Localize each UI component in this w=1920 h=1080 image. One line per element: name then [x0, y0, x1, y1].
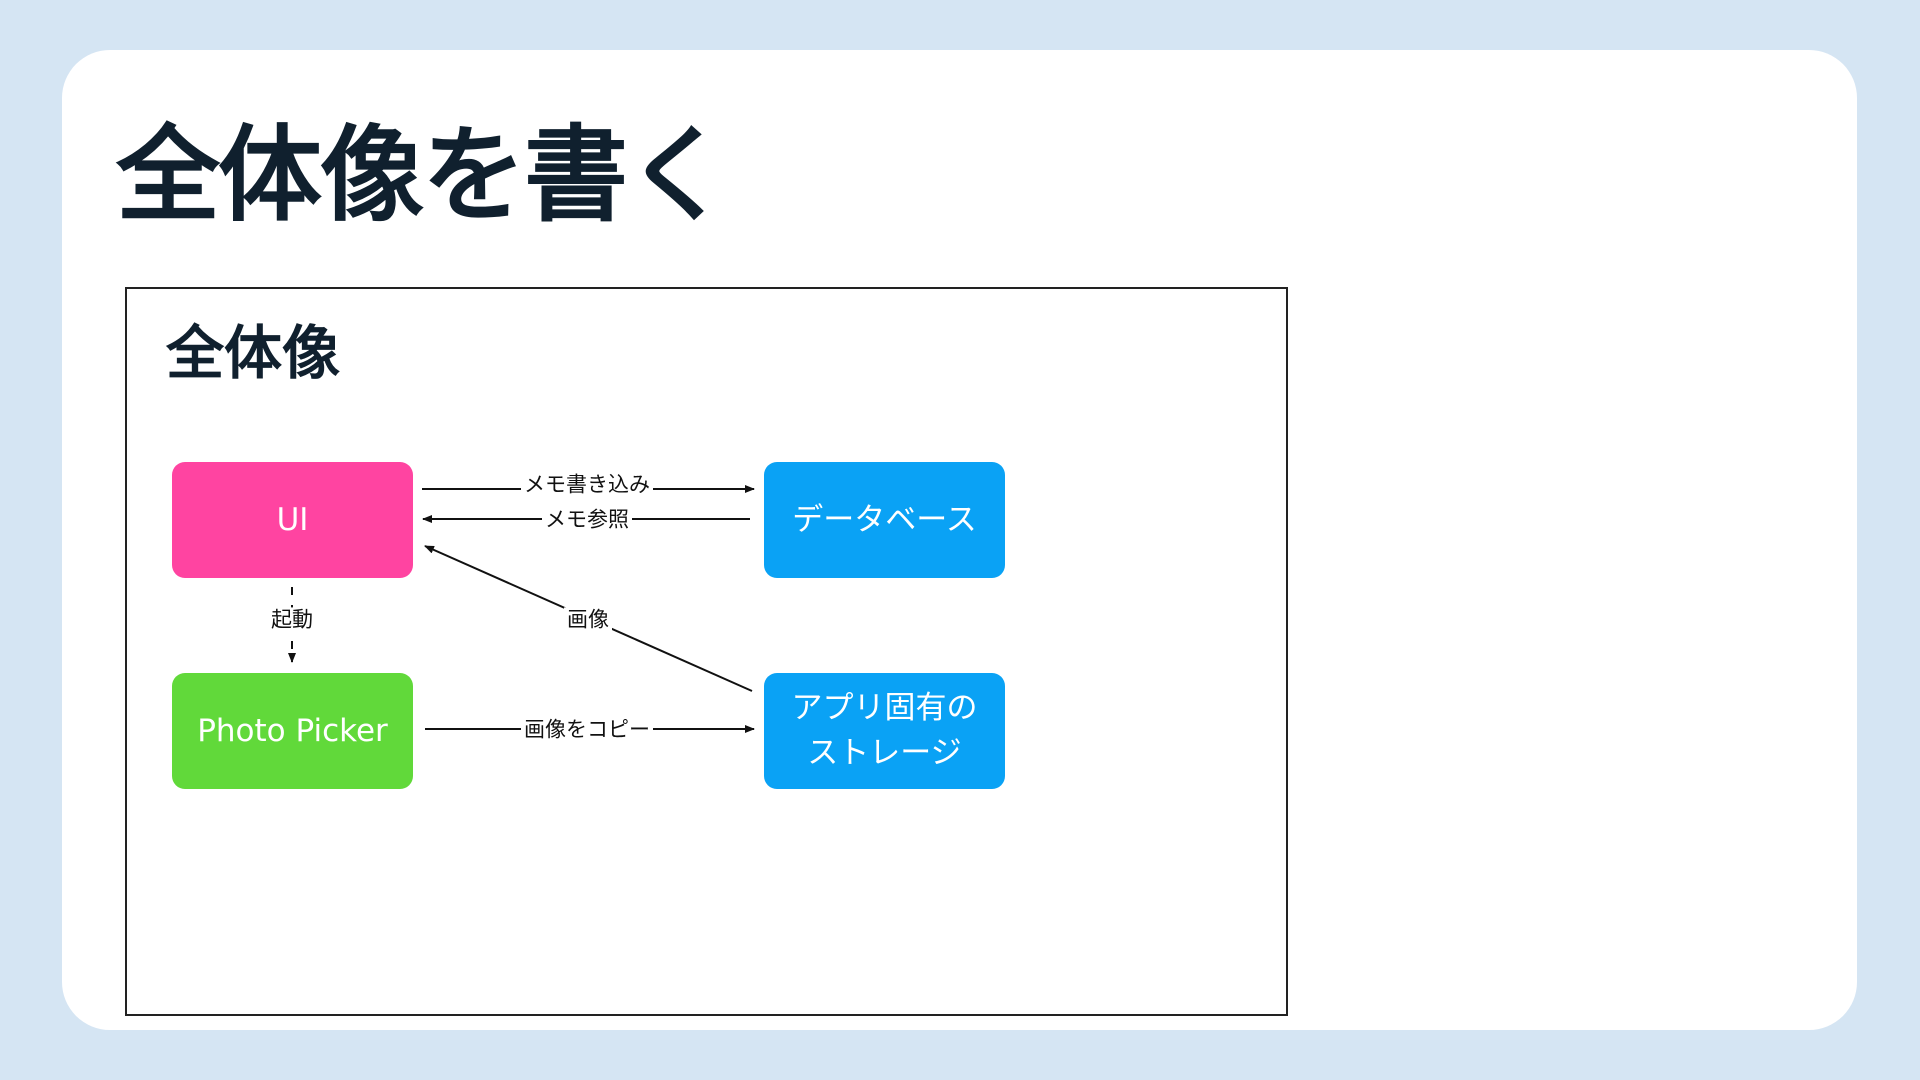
node-database: データベース	[764, 462, 1005, 578]
node-photo-picker-label: Photo Picker	[197, 712, 388, 749]
node-app-storage: アプリ固有の ストレージ	[764, 673, 1005, 789]
diagram-title: 全体像	[166, 319, 341, 387]
edge-label-read-memo: メモ参照	[542, 507, 632, 533]
slide-title: 全体像を書く	[116, 114, 730, 236]
edge-label-launch: 起動	[268, 607, 316, 633]
node-photo-picker: Photo Picker	[172, 673, 413, 789]
node-app-storage-label: アプリ固有の ストレージ	[791, 690, 978, 771]
node-database-label: データベース	[792, 501, 977, 538]
edge-label-image: 画像	[564, 607, 612, 633]
node-ui-label: UI	[276, 501, 309, 538]
edge-label-copy-image: 画像をコピー	[521, 717, 653, 743]
diagram-frame	[125, 287, 1288, 1016]
node-ui: UI	[172, 462, 413, 578]
edge-label-write-memo: メモ書き込み	[521, 472, 653, 498]
